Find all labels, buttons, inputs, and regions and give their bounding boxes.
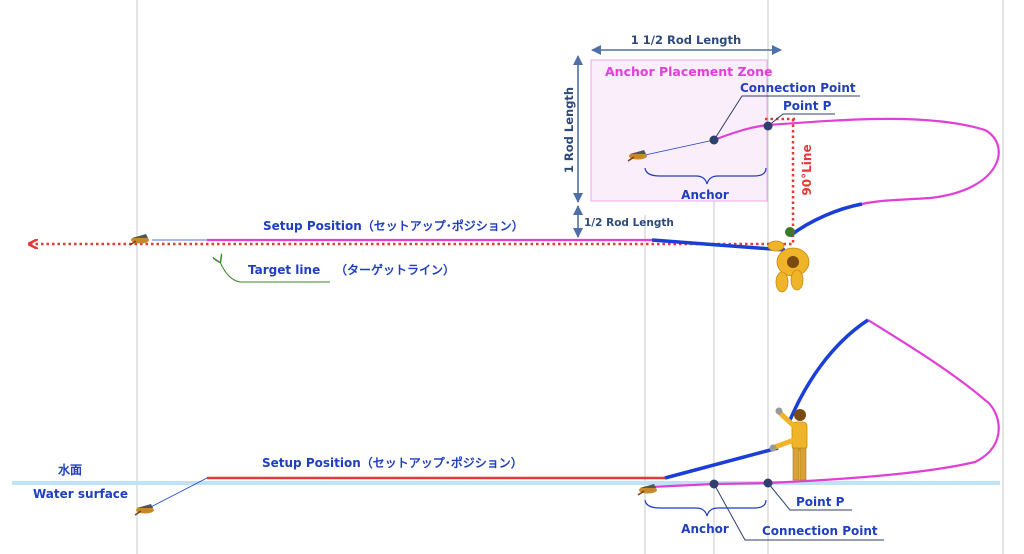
target-callout-arrow bbox=[220, 262, 330, 283]
connection-point-label-bottom: Connection Point bbox=[762, 524, 878, 538]
anchor-brace-top bbox=[644, 167, 767, 185]
anchor-leader-top bbox=[644, 139, 715, 156]
target-line-label: Target line bbox=[248, 263, 320, 277]
angler-side-view-icon bbox=[769, 407, 808, 481]
target-line-label-jp: （ターゲットライン） bbox=[335, 262, 455, 277]
rod-side-view bbox=[788, 318, 869, 421]
anchor-label-bottom: Anchor bbox=[681, 522, 729, 536]
anchor-brace-bottom bbox=[644, 499, 767, 517]
rod-top-setup bbox=[651, 238, 786, 252]
anchor-placement-zone bbox=[590, 59, 768, 202]
fly-icon bbox=[129, 234, 149, 246]
angler-top-view-icon bbox=[767, 227, 810, 293]
rod-top-view bbox=[788, 202, 863, 238]
connection-callout-bottom bbox=[713, 483, 884, 541]
water-jp-label: 水面 bbox=[58, 462, 82, 477]
water-en-label: Water surface bbox=[33, 487, 128, 501]
point-p-callout-top bbox=[767, 113, 835, 127]
point-p-callout-bottom bbox=[767, 482, 852, 511]
ninety-degree-label: 90°Line bbox=[800, 144, 814, 195]
rod-1-5-label: 1 1/2 Rod Length bbox=[631, 33, 741, 47]
rod-half-label: 1/2 Rod Length bbox=[584, 217, 674, 229]
anchor-label-top: Anchor bbox=[681, 188, 729, 202]
zone-label: Anchor Placement Zone bbox=[605, 64, 773, 79]
vertical-guide-lines bbox=[136, 0, 1004, 554]
point-p-label-bottom: Point P bbox=[796, 495, 845, 509]
connection-callout-top bbox=[713, 95, 860, 141]
fly-icon bbox=[134, 504, 154, 516]
fly-icon bbox=[637, 484, 657, 496]
rod-bottom-setup bbox=[664, 446, 779, 480]
fly-icon bbox=[627, 150, 647, 162]
leader-bottom bbox=[144, 477, 208, 511]
point-p-label-top: Point P bbox=[783, 99, 832, 113]
rod-1-label: 1 Rod Length bbox=[562, 87, 576, 173]
setup-position-label-bottom: Setup Position（セットアップ･ポジション） bbox=[262, 455, 523, 470]
connection-point-label-top: Connection Point bbox=[740, 81, 856, 95]
fly-line-loop-bottom bbox=[649, 319, 1000, 489]
setup-position-label-top: Setup Position（セットアップ･ポジション） bbox=[263, 218, 524, 233]
water-surface bbox=[12, 481, 1000, 485]
